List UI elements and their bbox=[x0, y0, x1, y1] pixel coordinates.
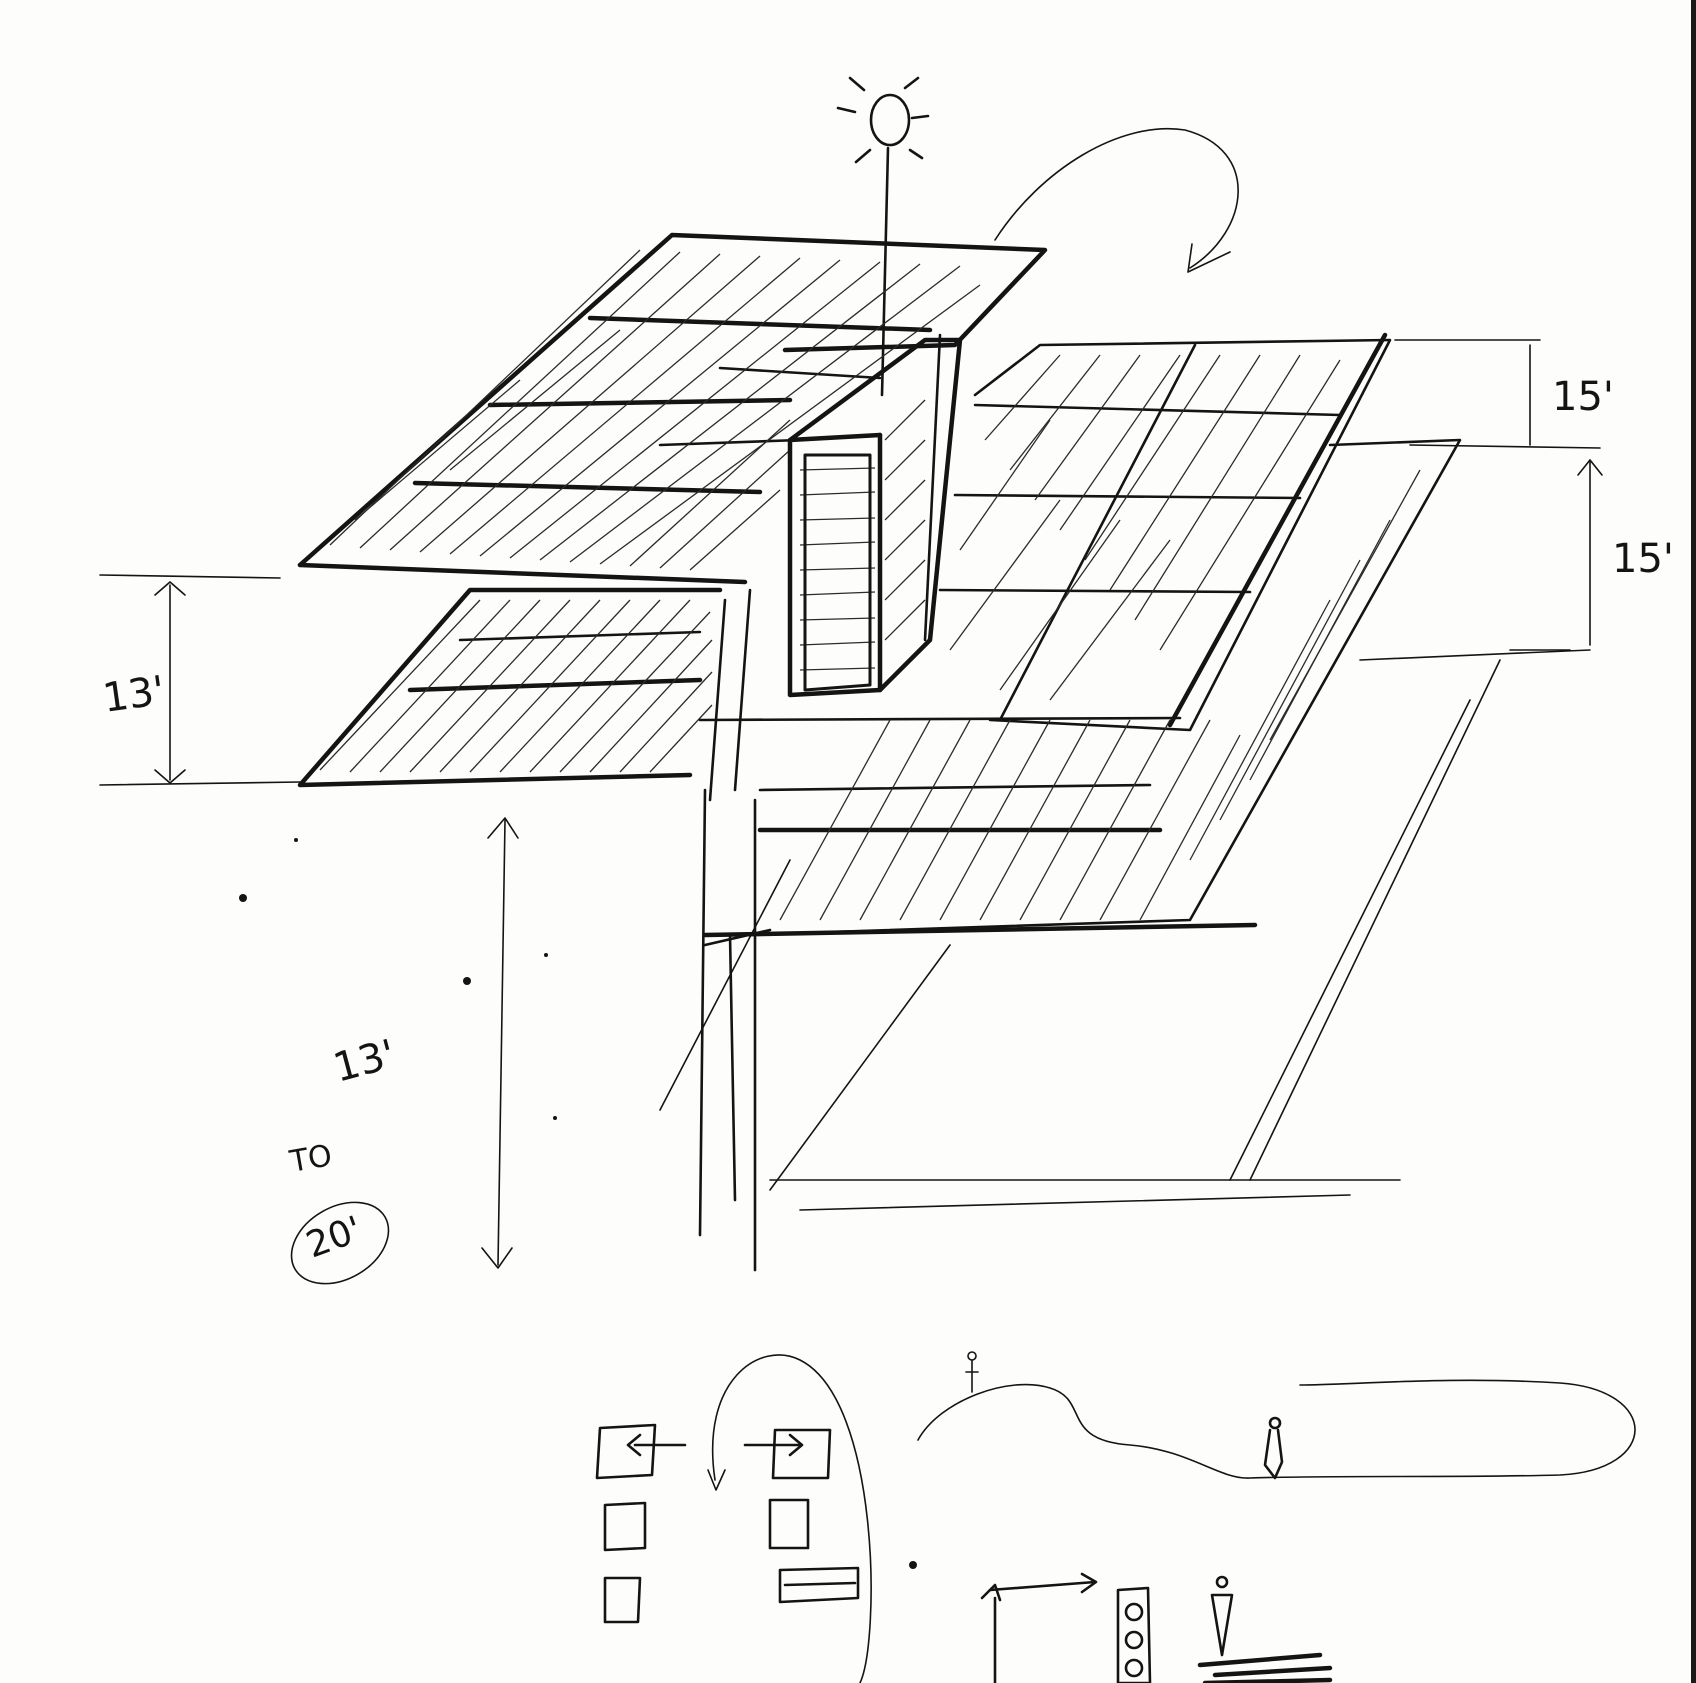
left-lower-canopy bbox=[297, 587, 752, 802]
traffic-signal-icon bbox=[1116, 1586, 1152, 1683]
window-icon bbox=[603, 1501, 647, 1552]
label-clearance-to: TO bbox=[286, 1138, 334, 1180]
dimension-right-lower bbox=[1359, 459, 1603, 661]
right-lower-plane bbox=[698, 438, 1462, 938]
window-icon bbox=[603, 1576, 642, 1624]
ground-plane bbox=[659, 659, 1501, 1211]
dimension-clearance bbox=[481, 817, 519, 1269]
support-columns bbox=[698, 788, 772, 1272]
circulation-arrow-icon bbox=[994, 128, 1239, 273]
person-figure-icon bbox=[1210, 1575, 1234, 1657]
person-figure-icon bbox=[965, 1351, 979, 1393]
window-icon bbox=[778, 1566, 860, 1604]
label-clearance-high: 20' bbox=[301, 1209, 367, 1267]
page-edge-shadow bbox=[1691, 0, 1696, 1683]
person-figure-icon bbox=[1263, 1416, 1284, 1480]
sun-icon bbox=[836, 76, 930, 397]
circulation-loop-icon bbox=[711, 1354, 872, 1683]
central-tower bbox=[787, 333, 963, 698]
label-ring bbox=[290, 1201, 390, 1285]
label-left-canopy-height: 13' bbox=[100, 668, 168, 722]
dimension-left-canopy bbox=[99, 574, 301, 786]
window-icon bbox=[768, 1498, 810, 1550]
dimension-right-upper bbox=[1394, 339, 1601, 449]
window-icon bbox=[595, 1423, 657, 1480]
label-upper-right-height: 15' bbox=[1552, 374, 1614, 420]
left-roof-plane bbox=[297, 232, 1048, 585]
label-lower-right-height: 15' bbox=[1612, 536, 1674, 582]
window-grid-study bbox=[595, 1354, 872, 1683]
label-clearance-low: 13' bbox=[329, 1031, 401, 1091]
window-icon bbox=[771, 1428, 832, 1480]
stray-dots bbox=[239, 838, 917, 1569]
span-arrow-icon bbox=[980, 1572, 1098, 1683]
steps-icon bbox=[1197, 1652, 1333, 1683]
section-study bbox=[917, 1351, 1636, 1683]
right-upper-roof-plane bbox=[938, 332, 1392, 732]
